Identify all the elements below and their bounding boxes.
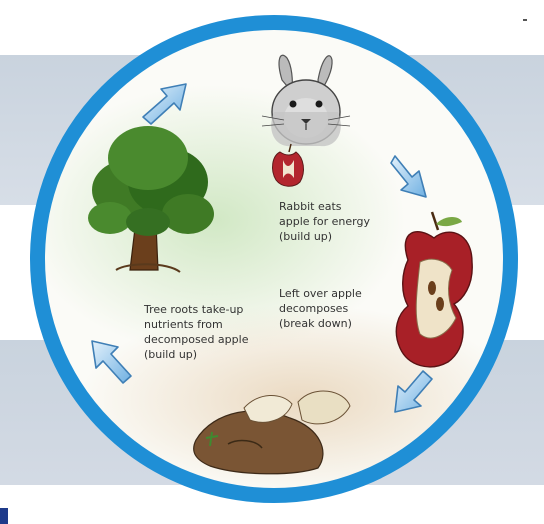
- rabbit-label-line-2: apple for energy: [279, 215, 370, 228]
- tree-label-line-2: nutrients from: [144, 318, 223, 331]
- cycle-arrow-icon: [91, 340, 132, 384]
- apple-core-icon: [272, 143, 304, 187]
- rotting-apple-icon: [193, 390, 351, 475]
- decompose-label: Left over apple decomposes (break down): [279, 286, 362, 331]
- cycle-arrow-icon: [142, 83, 187, 125]
- cycle-arrow-icon: [394, 370, 433, 413]
- rabbit-label-line-1: Rabbit eats: [279, 200, 342, 213]
- tree-label-line-3: decomposed apple: [144, 333, 249, 346]
- decomposed-apple-icon: [395, 211, 473, 368]
- tree-label-line-4: (build up): [144, 348, 198, 361]
- tree-roots-label: Tree roots take-up nutrients from decomp…: [144, 302, 248, 362]
- decompose-label-line-2: decomposes: [279, 302, 349, 315]
- rabbit-icon: [261, 54, 351, 147]
- decompose-label-line-3: (break down): [279, 317, 352, 330]
- corner-marker: [0, 508, 8, 524]
- rabbit-label-line-3: (build up): [279, 230, 333, 243]
- corner-dot: [523, 19, 527, 21]
- rabbit-eats-label: Rabbit eats apple for energy (build up): [279, 199, 370, 244]
- cycle-arrow-icon: [390, 155, 427, 198]
- decompose-label-line-1: Left over apple: [279, 287, 362, 300]
- tree-label-line-1: Tree roots take-up: [144, 303, 244, 316]
- tree-icon: [88, 126, 214, 273]
